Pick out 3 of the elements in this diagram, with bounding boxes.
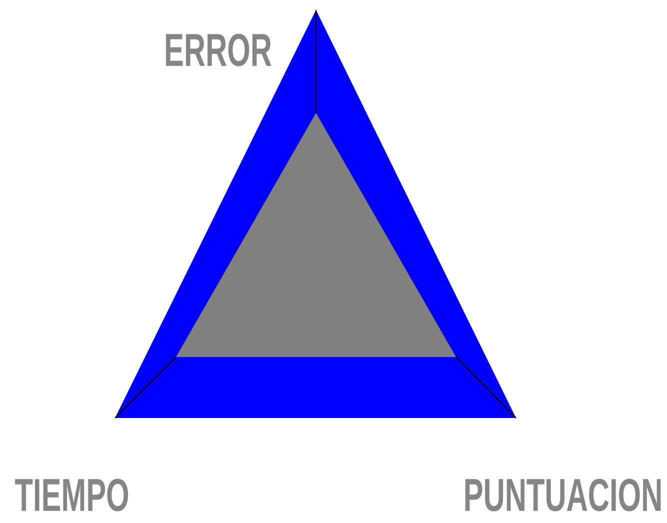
vertex-label: ERROR (166, 34, 272, 66)
vertex-label: PUNTUACION (465, 478, 661, 512)
vertex-label: TIEMPO (15, 478, 128, 512)
